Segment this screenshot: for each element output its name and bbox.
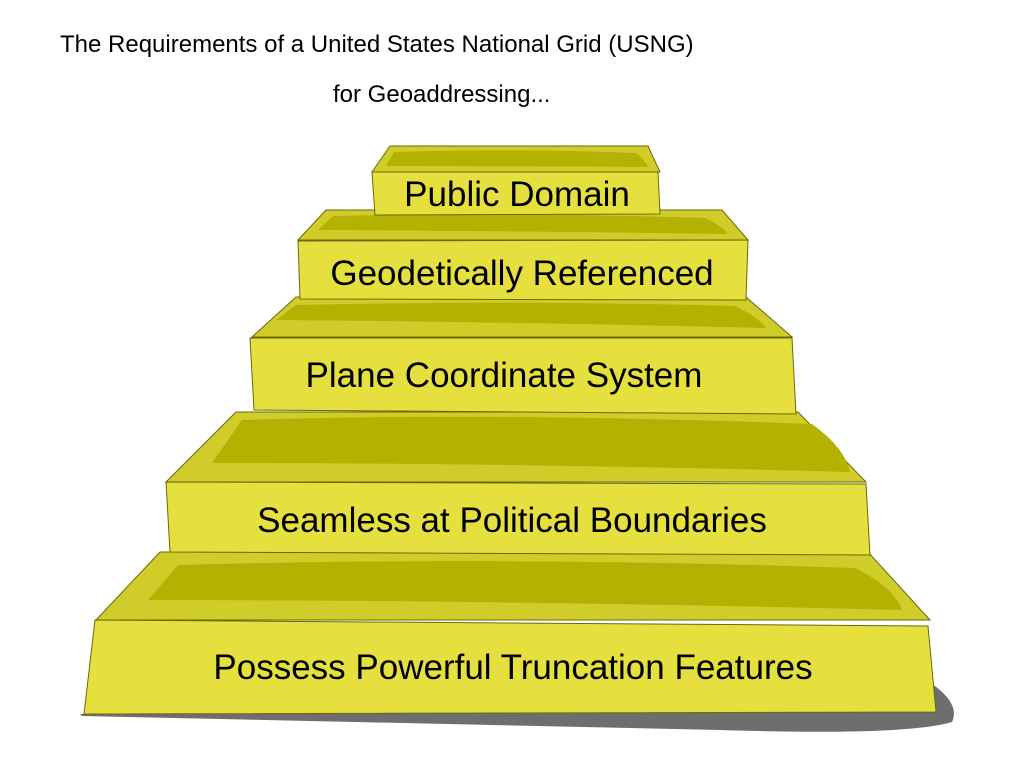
step-5-label: Possess Powerful Truncation Features [213,648,812,687]
step-4-tread [212,416,850,472]
step-1-face [371,171,661,216]
pyramid-step-3: Plane Coordinate System [249,296,797,415]
pyramid-step-4: Seamless at Political Boundaries [164,411,871,556]
pyramid-step-1: Public Domain [371,145,661,216]
diagram-title-line-2: for Geoaddressing... [333,81,551,108]
step-2-label: Geodetically Referenced [330,254,713,293]
step-1-label: Public Domain [404,175,630,214]
step-5-face [83,619,937,715]
step-1-tread [386,150,648,167]
diagram-title-line-1: The Requirements of a United States Nati… [60,31,694,58]
step-2-face [297,239,749,301]
step-2-tread [318,214,728,234]
step-4-face [165,481,871,556]
step-4-label: Seamless at Political Boundaries [257,501,767,540]
step-3-label: Plane Coordinate System [306,356,703,395]
pyramid-step-2: Geodetically Referenced [296,209,750,301]
pyramid-step-5: Possess Powerful Truncation Features [83,551,937,715]
step-3-face [249,337,797,415]
step-3-tread [276,302,766,328]
step-5-tread [148,561,902,610]
